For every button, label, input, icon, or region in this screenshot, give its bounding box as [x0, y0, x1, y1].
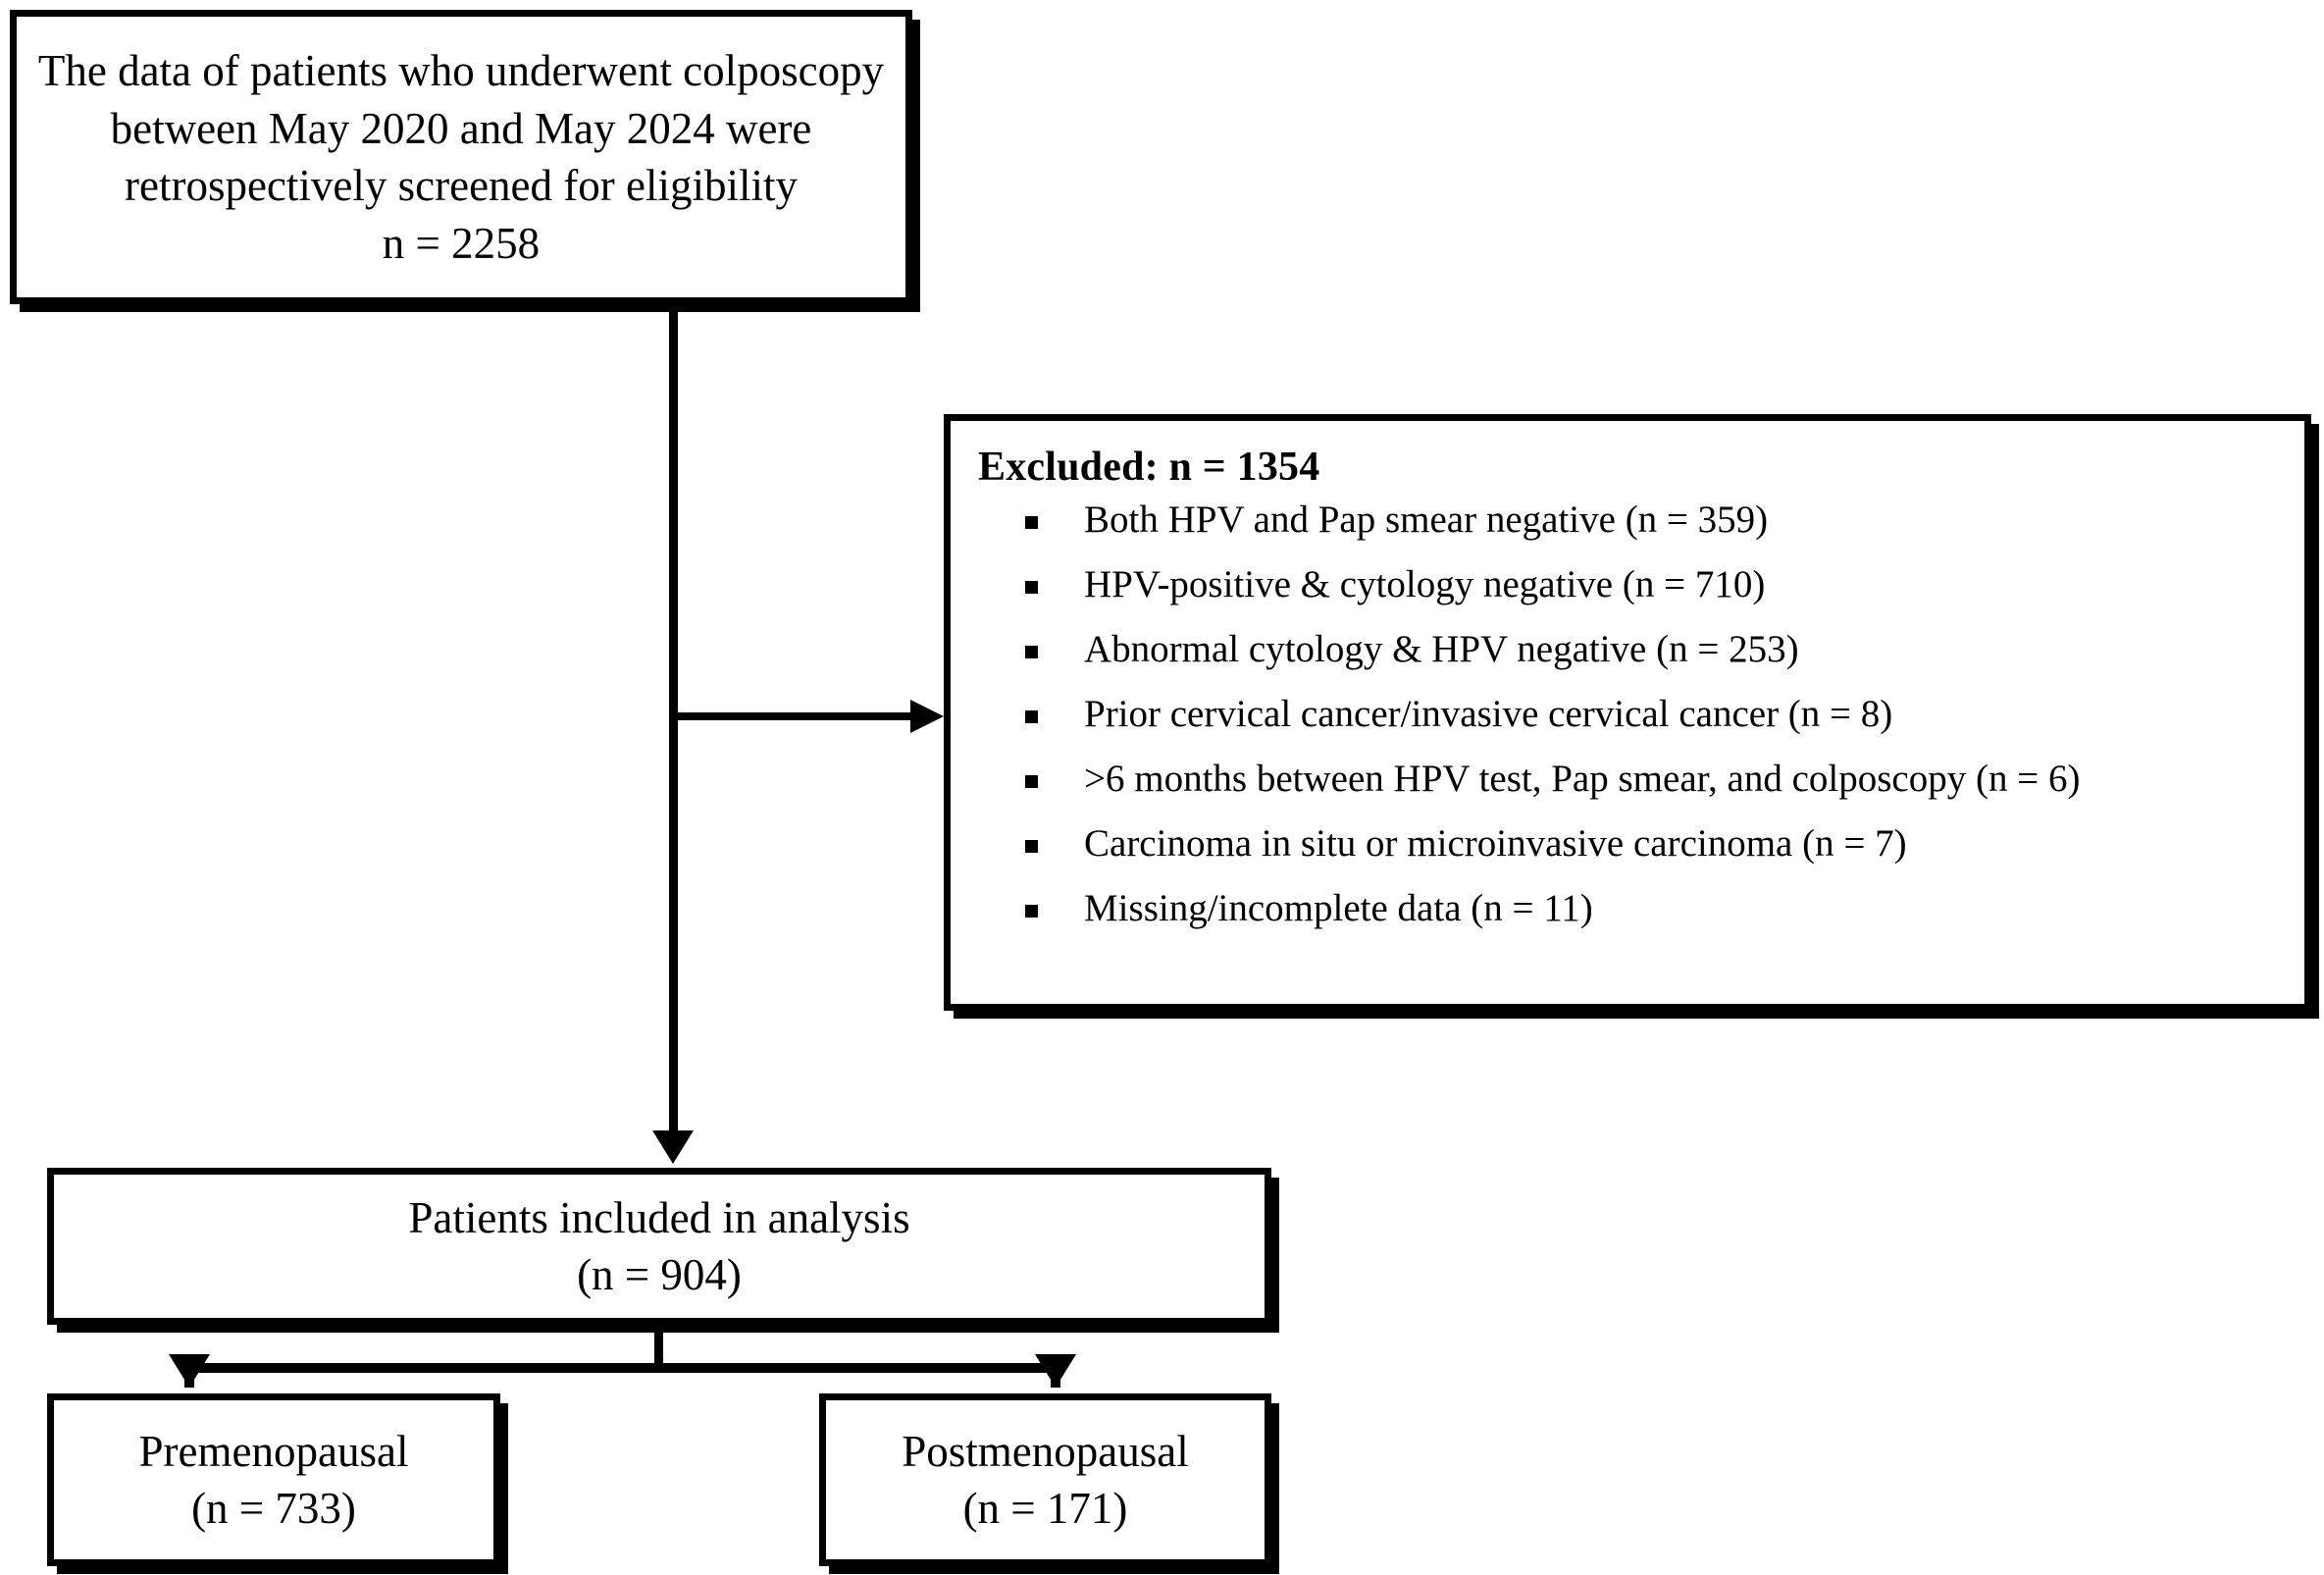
flow-box-postmenopausal: Postmenopausal (n = 171)	[819, 1393, 1271, 1566]
square-bullet-icon	[1025, 709, 1038, 723]
connector-fork-horizontal-line	[184, 1363, 1060, 1373]
excluded-reason-list: Both HPV and Pap smear negative (n = 359…	[978, 500, 2289, 927]
postmenopausal-label: Postmenopausal	[902, 1426, 1189, 1476]
excluded-item-label: >6 months between HPV test, Pap smear, a…	[1084, 757, 2081, 800]
flow-box-screened: The data of patients who underwent colpo…	[10, 10, 912, 304]
excluded-item-label: Both HPV and Pap smear negative (n = 359…	[1084, 498, 1769, 541]
excluded-item-label: Prior cervical cancer/invasive cervical …	[1084, 692, 1893, 735]
included-label: Patients included in analysis	[408, 1192, 910, 1242]
postmenopausal-count: (n = 171)	[962, 1484, 1128, 1533]
premenopausal-label: Premenopausal	[138, 1426, 409, 1476]
list-item: Missing/incomplete data (n = 11)	[1023, 889, 2289, 927]
connector-trunk-arrowhead-icon	[652, 1130, 694, 1164]
excluded-title: Excluded: n = 1354	[978, 445, 1320, 490]
list-item: HPV-positive & cytology negative (n = 71…	[1023, 565, 2289, 604]
excluded-item-label: Abnormal cytology & HPV negative (n = 25…	[1084, 627, 1799, 670]
square-bullet-icon	[1025, 580, 1038, 594]
connector-fork-stub	[654, 1327, 663, 1370]
connector-premenopausal-arrowhead-icon	[169, 1354, 210, 1388]
list-item: >6 months between HPV test, Pap smear, a…	[1023, 760, 2289, 798]
connector-trunk-vertical-line	[669, 312, 678, 1138]
flow-box-excluded: Excluded: n = 1354 Both HPV and Pap smea…	[944, 414, 2311, 1011]
list-item: Carcinoma in situ or microinvasive carci…	[1023, 824, 2289, 863]
connector-excluded-arrowhead-icon	[910, 700, 944, 733]
premenopausal-count: (n = 733)	[191, 1484, 356, 1533]
square-bullet-icon	[1025, 774, 1038, 788]
flow-box-included: Patients included in analysis (n = 904)	[47, 1168, 1271, 1325]
screened-line-3: retrospectively screened for eligibility	[125, 161, 798, 210]
square-bullet-icon	[1025, 839, 1038, 853]
screened-count: n = 2258	[382, 218, 541, 268]
square-bullet-icon	[1025, 904, 1038, 918]
flow-box-premenopausal: Premenopausal (n = 733)	[47, 1393, 500, 1566]
list-item: Prior cervical cancer/invasive cervical …	[1023, 695, 2289, 733]
square-bullet-icon	[1025, 515, 1038, 529]
screened-line-1: The data of patients who underwent colpo…	[37, 46, 885, 95]
excluded-item-label: Missing/incomplete data (n = 11)	[1084, 886, 1593, 929]
connector-postmenopausal-arrowhead-icon	[1035, 1354, 1076, 1388]
connector-excluded-horizontal-line	[678, 712, 919, 720]
list-item: Both HPV and Pap smear negative (n = 359…	[1023, 500, 2289, 539]
screened-line-2: between May 2020 and May 2024 were	[110, 103, 812, 153]
excluded-item-label: HPV-positive & cytology negative (n = 71…	[1084, 562, 1766, 605]
excluded-item-label: Carcinoma in situ or microinvasive carci…	[1084, 821, 1907, 865]
included-count: (n = 904)	[577, 1250, 742, 1299]
square-bullet-icon	[1025, 645, 1038, 658]
list-item: Abnormal cytology & HPV negative (n = 25…	[1023, 630, 2289, 668]
